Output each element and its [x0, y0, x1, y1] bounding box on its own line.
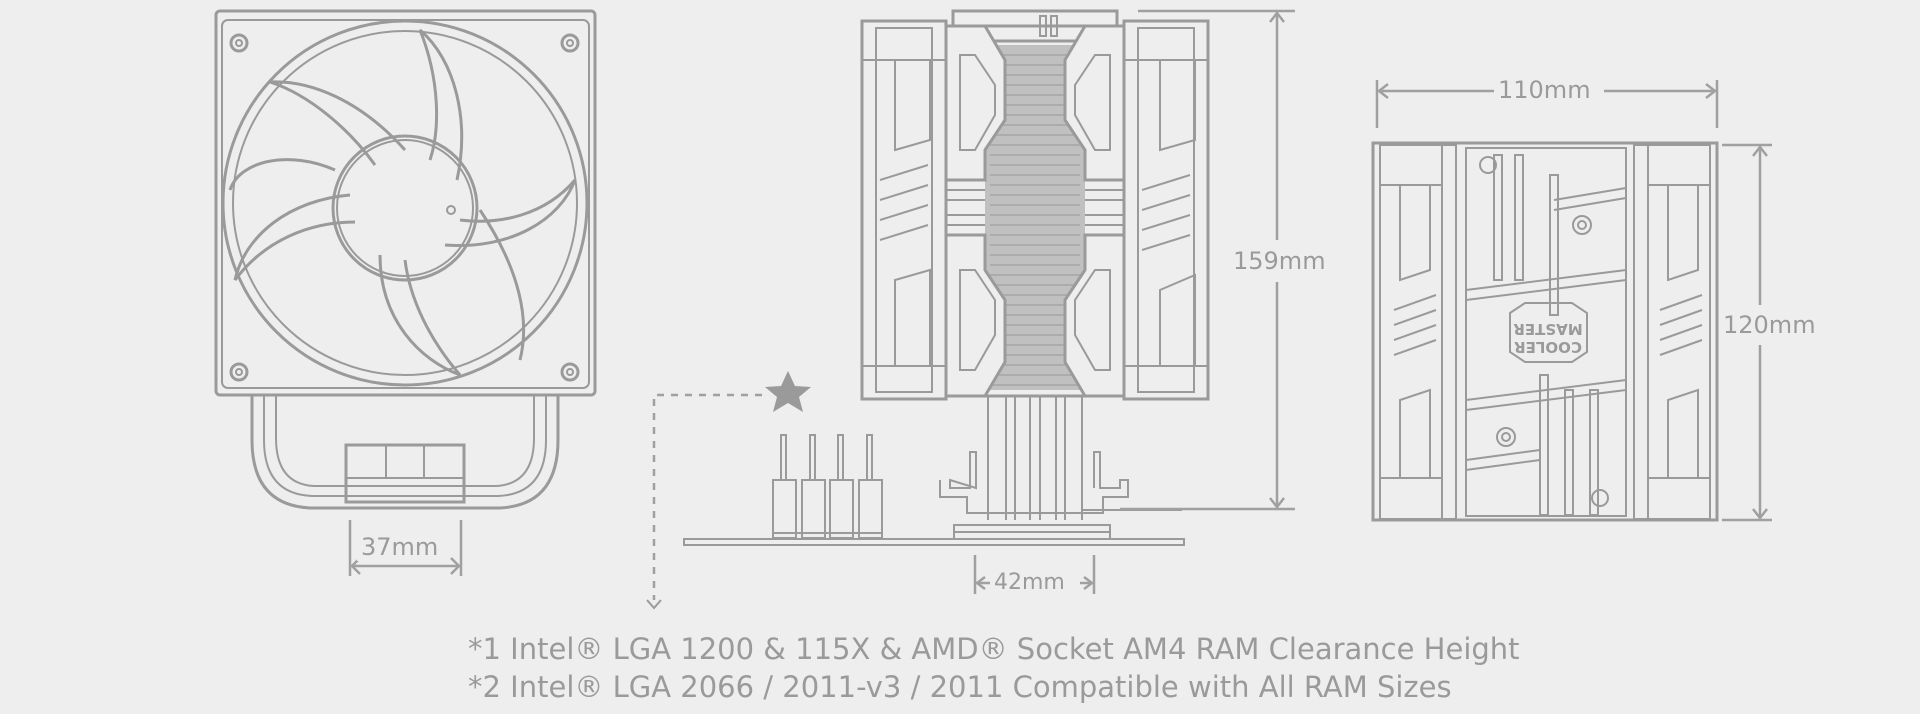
ram-modules: [772, 434, 883, 539]
ram-clearance-guide: [646, 393, 762, 610]
front-view-fan: [214, 9, 597, 510]
top-view: COOLER MASTER: [1371, 141, 1719, 522]
cooler-master-logo: COOLER MASTER: [1509, 302, 1588, 363]
side-view-heatsink: [860, 9, 1210, 540]
fin-stack: [985, 45, 1085, 390]
svg-text:COOLER: COOLER: [1514, 338, 1582, 356]
dimension-label-42mm: 42mm: [994, 569, 1065, 597]
star-icon: [765, 371, 811, 412]
motherboard: [683, 538, 1185, 546]
svg-text:MASTER: MASTER: [1513, 320, 1583, 338]
mount-hole-icon: [229, 33, 580, 382]
dimension-42mm: [973, 555, 1096, 594]
dimension-120mm: [1722, 143, 1772, 522]
dimension-110mm: [1375, 80, 1719, 128]
fan-blades: [228, 28, 577, 377]
dimension-159mm: [1120, 9, 1295, 511]
dimension-label-110mm: 110mm: [1494, 76, 1595, 104]
dimension-37mm: [348, 520, 463, 576]
footnotes: *1 Intel® LGA 1200 & 115X & AMD® Socket …: [468, 630, 1520, 706]
dimension-label-159mm: 159mm: [1229, 247, 1330, 275]
footnote-ram-compatibility: *2 Intel® LGA 2066 / 2011-v3 / 2011 Comp…: [468, 670, 1452, 704]
footnote-ram-clearance: *1 Intel® LGA 1200 & 115X & AMD® Socket …: [468, 632, 1520, 666]
dimension-label-120mm: 120mm: [1719, 311, 1820, 339]
dimension-label-37mm: 37mm: [357, 533, 443, 561]
